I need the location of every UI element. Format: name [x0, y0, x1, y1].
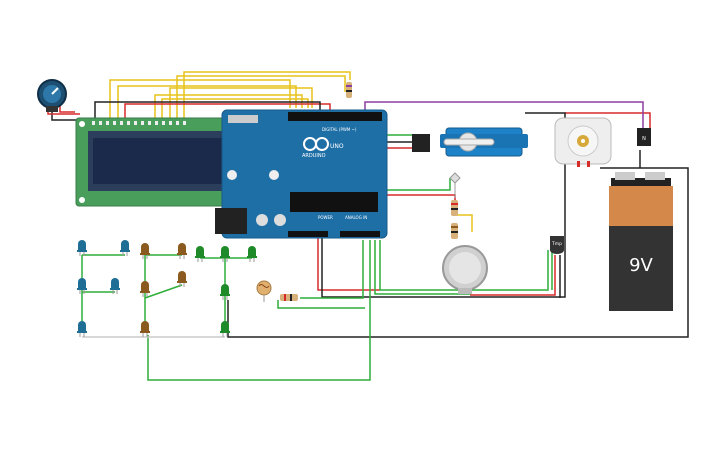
transistor[interactable]: N [637, 128, 651, 146]
led-green-1[interactable] [195, 246, 205, 262]
wire-yellow-5[interactable] [169, 87, 313, 122]
wire-red-sensor[interactable] [380, 194, 456, 210]
capacitor-1 [256, 214, 268, 226]
led-brown-4[interactable] [177, 271, 187, 287]
arduino-model: UNO [330, 143, 344, 150]
wire-yellow-2[interactable] [117, 85, 297, 122]
analog-header [340, 231, 380, 237]
led-blue-2[interactable] [120, 240, 130, 256]
arduino-power-label: POWER [318, 215, 333, 220]
wire-green-ldr-2[interactable] [277, 300, 365, 309]
led-green-2[interactable] [220, 246, 230, 262]
led-blue-4[interactable] [110, 278, 120, 294]
power-jack [215, 208, 247, 234]
wire-green-sensor-top[interactable] [455, 214, 473, 232]
led-green-5[interactable] [220, 321, 230, 337]
arduino-brand: ARDUINO [302, 153, 326, 159]
lcd-pins [92, 121, 186, 125]
wire-red-tmp[interactable] [470, 255, 556, 296]
ir-sensor[interactable] [449, 172, 461, 198]
led-brown-5[interactable] [140, 321, 150, 337]
wire-purple[interactable] [364, 101, 644, 128]
servo-motor[interactable] [412, 127, 528, 157]
wire-red-battery[interactable] [565, 112, 651, 128]
led-green-3[interactable] [247, 246, 257, 262]
resistor-top[interactable] [346, 82, 352, 98]
wire-green-ldr[interactable] [300, 240, 364, 299]
resistor-sensor[interactable] [451, 200, 458, 216]
resistor-ldr[interactable] [280, 294, 298, 301]
led-green-4[interactable] [220, 284, 230, 300]
arduino-logo [303, 137, 329, 151]
wire-yellow-7[interactable] [183, 71, 351, 122]
dc-motor[interactable] [554, 117, 612, 167]
atmega-chip [290, 192, 378, 212]
capacitor-2 [274, 214, 286, 226]
battery-9v[interactable]: 9V [609, 172, 673, 311]
arduino-uno[interactable]: ARDUINO UNO DIGITAL (PWM ~) POWER ANALOG… [215, 109, 388, 239]
led-brown-2[interactable] [177, 243, 187, 259]
arduino-analog-label: ANALOG IN [345, 215, 367, 220]
resistor-gas[interactable] [451, 223, 458, 239]
photoresistor[interactable] [256, 280, 272, 302]
wire-yellow-1[interactable] [109, 79, 291, 122]
arduino-digital-label: DIGITAL (PWM ~) [322, 127, 357, 132]
wire-yellow-6[interactable] [176, 75, 346, 122]
led-blue-3[interactable] [77, 278, 87, 294]
wire-black-lcd[interactable] [94, 101, 321, 122]
temperature-sensor[interactable]: Tmp [550, 236, 564, 254]
potentiometer[interactable] [37, 79, 67, 112]
led-brown-1[interactable] [140, 243, 150, 259]
led-blue-1[interactable] [77, 240, 87, 256]
power-header [288, 231, 328, 237]
gas-sensor[interactable] [442, 245, 488, 294]
temperature-sensor-label: Tmp [551, 241, 562, 247]
led-blue-5[interactable] [77, 321, 87, 337]
wire-led-f[interactable] [144, 284, 183, 299]
battery-label: 9V [629, 255, 653, 276]
wire-red-pot[interactable] [59, 104, 75, 113]
wire-red-lcd[interactable] [124, 103, 331, 122]
wire-green-leds[interactable] [147, 240, 371, 381]
svg-text:N: N [642, 136, 646, 142]
led-brown-3[interactable] [140, 281, 150, 297]
leds [77, 240, 257, 337]
digital-header [288, 112, 382, 121]
